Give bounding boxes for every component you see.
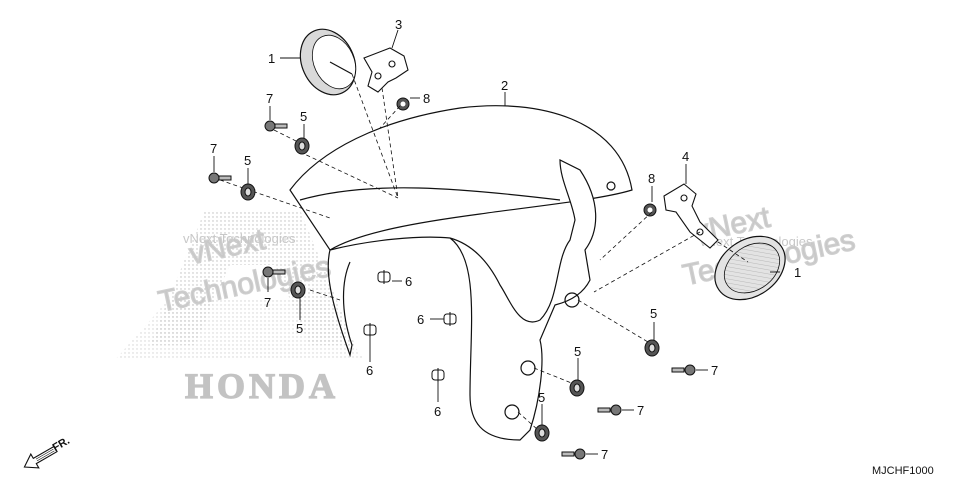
callout-7-b: 7 xyxy=(210,141,217,156)
grommet-4 xyxy=(644,339,660,357)
screw-4 xyxy=(671,364,696,376)
callout-1-right: 1 xyxy=(794,265,801,280)
front-fender xyxy=(289,105,633,441)
nut-upper xyxy=(396,97,410,111)
vnext-watermark-small-left: vNext Technologies xyxy=(183,231,296,246)
callout-5-a: 5 xyxy=(300,109,307,124)
front-arrow-icon xyxy=(23,445,58,469)
callout-6-a: 6 xyxy=(405,274,412,289)
callout-5-e: 5 xyxy=(574,344,581,359)
assembly-guide-lines xyxy=(219,73,749,431)
callout-7-e: 7 xyxy=(637,403,644,418)
callout-5-c: 5 xyxy=(296,321,303,336)
callout-7-a: 7 xyxy=(266,91,273,106)
reflector-upper xyxy=(299,28,357,96)
grommet-3 xyxy=(290,281,306,299)
callout-5-b: 5 xyxy=(244,153,251,168)
callout-6-c: 6 xyxy=(417,312,424,327)
screws xyxy=(208,120,696,460)
callout-8-upper: 8 xyxy=(423,91,430,106)
drawing-code: MJCHF1000 xyxy=(872,465,934,477)
callout-5-d: 5 xyxy=(650,306,657,321)
callout-labels: 1 1 2 3 4 8 8 7 5 7 5 7 5 6 6 6 6 5 7 5 … xyxy=(210,17,801,462)
grommet-1 xyxy=(294,137,310,155)
honda-wing-watermark: HONDA xyxy=(115,210,365,407)
grommet-5 xyxy=(569,379,585,397)
clip-2 xyxy=(363,323,377,337)
callout-7-d: 7 xyxy=(711,363,718,378)
callout-2: 2 xyxy=(501,78,508,93)
front-direction-label: FR. xyxy=(51,435,72,454)
callout-7-c: 7 xyxy=(264,295,271,310)
grommets xyxy=(240,137,660,442)
nut-right xyxy=(643,203,657,217)
callout-8-right: 8 xyxy=(648,171,655,186)
clips xyxy=(363,270,457,382)
reflector-stay-right xyxy=(663,183,719,249)
screw-3 xyxy=(262,266,286,278)
screw-2 xyxy=(208,172,232,184)
callout-7-f: 7 xyxy=(601,447,608,462)
callout-5-f: 5 xyxy=(538,390,545,405)
callout-3: 3 xyxy=(395,17,402,32)
callout-6-d: 6 xyxy=(434,404,441,419)
honda-brand-watermark: HONDA xyxy=(185,366,339,406)
clip-1 xyxy=(377,270,391,284)
grommet-2 xyxy=(240,183,256,201)
callout-leaders xyxy=(213,29,780,455)
grommet-6 xyxy=(534,424,550,442)
clip-4 xyxy=(431,368,445,382)
screw-5 xyxy=(597,404,622,416)
screw-6 xyxy=(561,448,586,460)
screw-1 xyxy=(264,120,288,132)
front-direction-indicator: FR. xyxy=(23,435,72,469)
reflector-stay-upper xyxy=(363,47,409,93)
callout-1-upper: 1 xyxy=(268,51,275,66)
clip-3 xyxy=(443,312,457,326)
callout-4: 4 xyxy=(682,149,689,164)
callout-6-b: 6 xyxy=(366,363,373,378)
